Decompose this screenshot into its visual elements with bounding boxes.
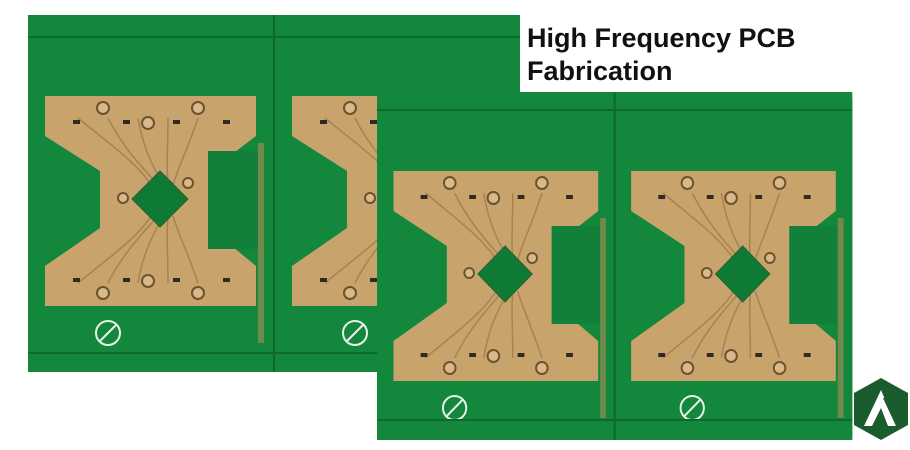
title-line-2: Fabrication bbox=[527, 56, 673, 86]
hexagon-a-logo-icon bbox=[854, 378, 908, 440]
pcb-panel-front bbox=[376, 92, 854, 440]
page-title: High Frequency PCB Fabrication bbox=[527, 22, 796, 88]
title-line-1: High Frequency PCB bbox=[527, 23, 796, 53]
